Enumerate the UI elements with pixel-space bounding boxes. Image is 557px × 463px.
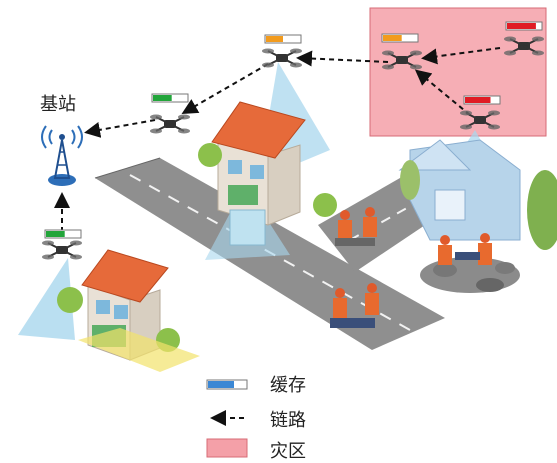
link-areaB-to-areaL [414,69,471,116]
drone-bs-bottom-drone-icon [42,240,82,260]
rescue-workers-branch [335,207,377,246]
links [54,47,501,232]
legend-cache-fill [208,381,234,388]
drone-area-right-buffer-fill [507,23,536,29]
drone-area-bottom-drone-icon [460,110,500,130]
road-edge-top [94,157,161,179]
rescue-workers-road [330,283,379,328]
base-station-tower [41,125,83,186]
legend [206,379,248,458]
drone-area-right-drone-icon [504,36,544,56]
drone-relay-1-buffer-fill [153,95,172,101]
legend-area-label: 灾区 [270,441,306,462]
legend-link-label: 链路 [270,410,306,431]
drone-area-left-buffer-fill [383,35,402,41]
link-relay2-to-relay1 [181,63,269,115]
drones-layer [42,21,544,260]
drone-relay-1-drone-icon [150,114,190,134]
link-areaL-to-relay2 [296,50,389,67]
drone-area-bottom-buffer-fill [465,97,491,103]
house-lower [57,249,200,372]
base-station-label: 基站 [40,94,76,115]
coverage-cone-base-drone [18,258,75,340]
drone-relay-2-drone-icon [262,48,302,68]
damaged-building [398,139,557,293]
legend-area-swatch [206,438,248,458]
house-upper [198,101,337,246]
rescue-workers-rubble [438,233,492,265]
drone-relay-2-buffer-fill [266,36,283,42]
legend-cache-label: 缓存 [270,375,306,396]
drone-bs-bottom-buffer-fill [46,231,65,237]
link-relay1-to-bs [84,119,156,138]
link-areaR-to-areaL [421,47,501,65]
drone-area-left-drone-icon [382,50,422,70]
